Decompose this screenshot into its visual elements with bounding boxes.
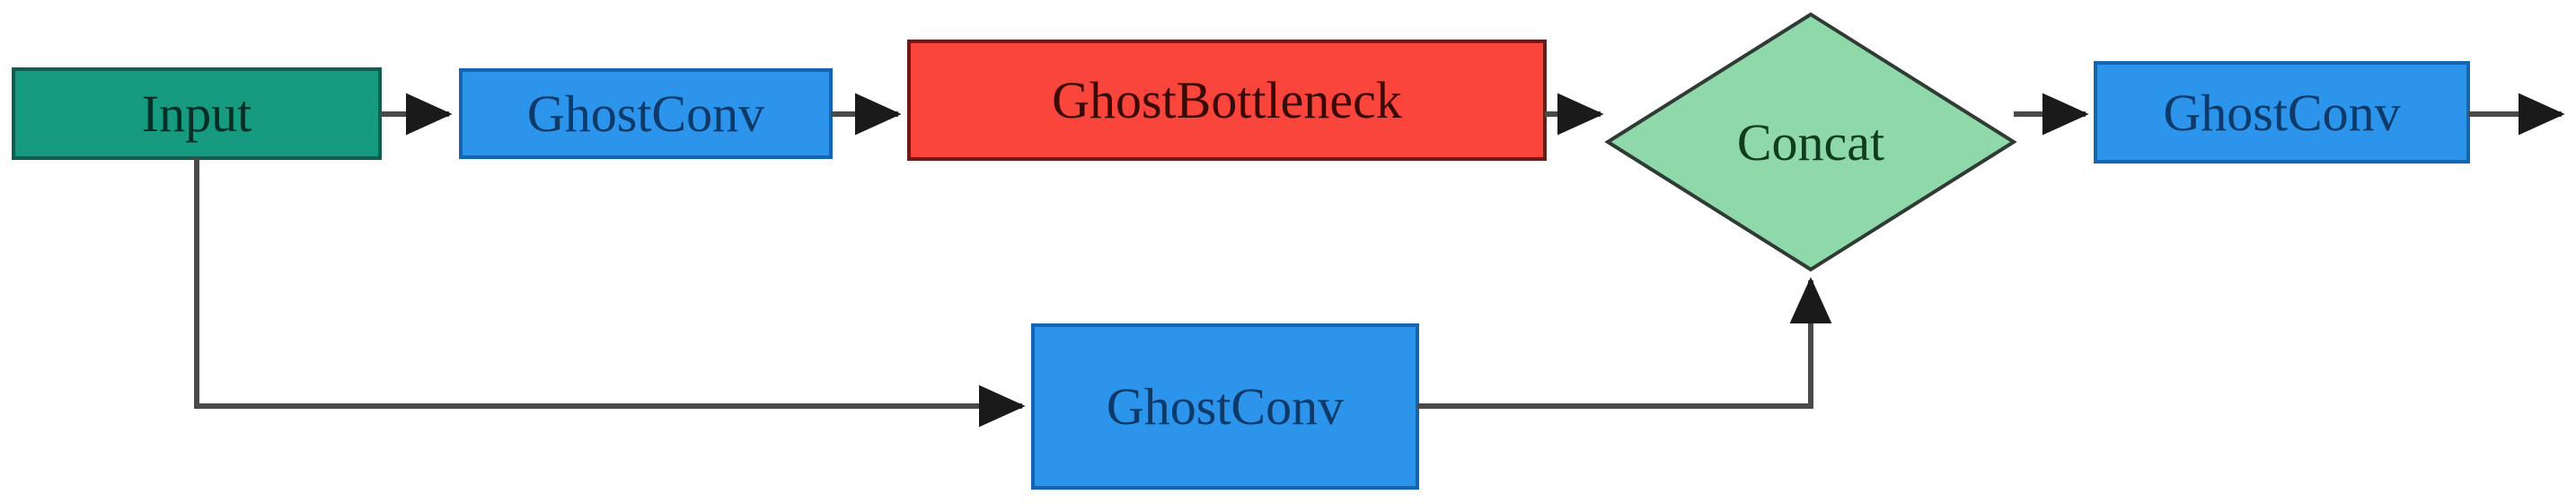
node-ghostconv-3-shape[interactable] [1031,323,1419,490]
edge-input-to-ghostconv-3 [194,158,1026,428]
node-ghostconv-1-shape[interactable] [459,68,833,159]
node-ghostconv-2-shape[interactable] [2094,61,2470,164]
node-concat-shape[interactable] [1604,12,2017,272]
node-ghostbottleneck-shape[interactable] [907,40,1547,161]
edge-ghostconv-3-to-concat [1417,277,1832,409]
node-input-shape[interactable] [12,67,382,160]
